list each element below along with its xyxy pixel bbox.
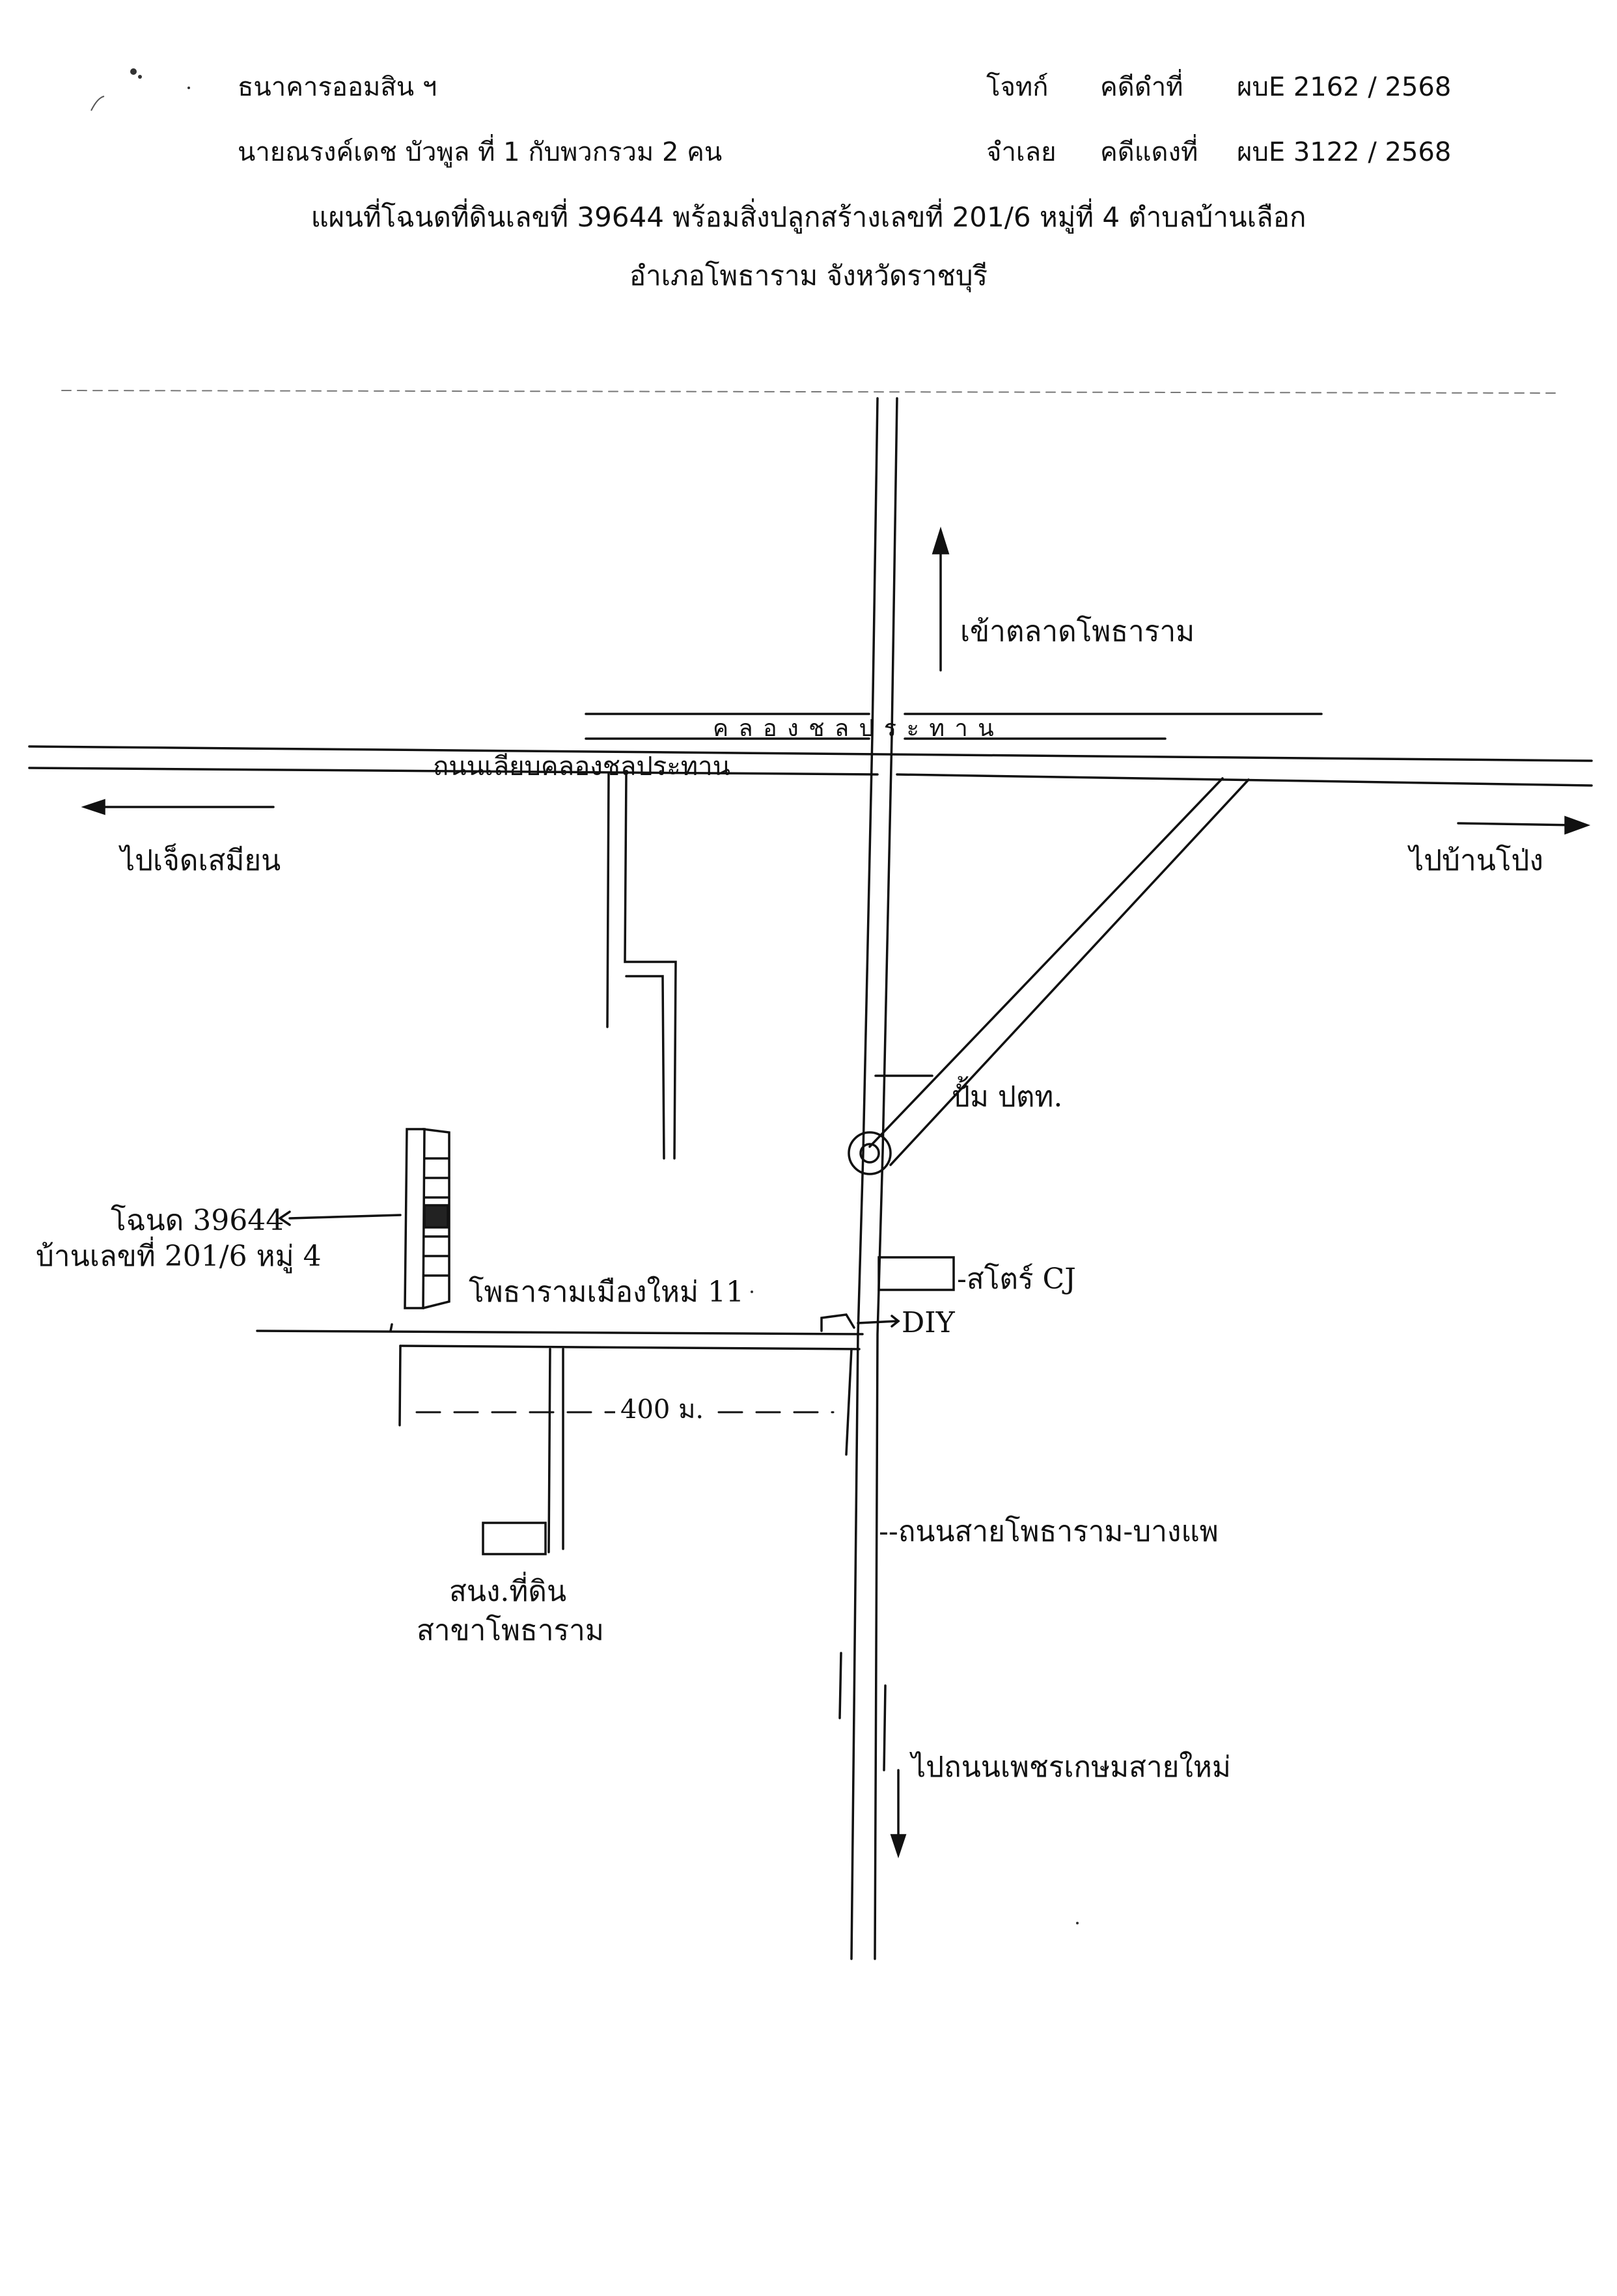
canal-road: [28, 745, 1593, 787]
black-case-number: ผบE 2162 / 2568: [1237, 72, 1452, 102]
gas-station-label: ปั้ม ปตท.: [952, 1080, 1063, 1114]
to-south-label: ไปถนนเพชรเกษมสายใหม่: [911, 1751, 1231, 1784]
land-office-box: [482, 1522, 547, 1555]
deed-plot-marked: [423, 1204, 449, 1229]
diy-store-box: [820, 1313, 855, 1332]
red-case-label: คดีแดงที่: [1100, 137, 1198, 167]
defendant-name: นายณรงค์เดช บัวพูล ที่ 1 กับพวกรวม 2 คน: [238, 137, 723, 167]
deed-number-label: โฉนด 39644: [111, 1204, 284, 1237]
arrow-to-west-icon: [81, 799, 275, 815]
land-office-label-line-2: สาขาโพธาราม: [417, 1614, 604, 1647]
soi-road: [256, 1323, 864, 1553]
road-mark-left: [838, 1652, 842, 1719]
to-east-label: ไปบ้านโป่ง: [1409, 844, 1543, 877]
map-title-line-2: อำเภอโพธาราม จังหวัดราชบุรี: [629, 260, 988, 292]
arrow-to-market-icon: [932, 526, 950, 672]
land-office-label-line-1: สนง.ที่ดิน: [449, 1575, 567, 1608]
distance-label: 400 ม.: [615, 1388, 710, 1430]
deed-plot: [404, 1128, 450, 1309]
scan-marks: [90, 68, 1079, 1924]
red-case-number: ผบE 3122 / 2568: [1237, 137, 1452, 167]
main-road: [850, 397, 898, 1960]
irrigation-canal: [585, 713, 1323, 740]
to-west-label: ไปเจ็ดเสมียน: [120, 844, 281, 877]
road-mark-right: [883, 1684, 887, 1771]
roundabout-center: [859, 1143, 880, 1164]
arrow-to-south-icon: [890, 1769, 907, 1859]
deed-pointer-line: [288, 1214, 402, 1220]
side-lane: [606, 772, 677, 1160]
diy-label: DIY: [902, 1306, 955, 1339]
map-title-line-1: แผนที่โฉนดที่ดินเลขที่ 39644 พร้อมสิ่งปล…: [311, 201, 1306, 233]
black-case-label: คดีดำที่: [1100, 72, 1183, 102]
diy-pointer-head: [891, 1315, 900, 1328]
to-market-label: เข้าตลาดโพธาราม: [960, 615, 1195, 648]
cj-store-box: [878, 1256, 955, 1291]
house-number-label: บ้านเลขที่ 201/6 หมู่ 4: [36, 1240, 322, 1273]
plaintiff-name: ธนาคารออมสิน ฯ: [238, 72, 437, 102]
soi-label: โพธารามเมืองใหม่ 11: [469, 1276, 744, 1309]
top-border-line: [61, 390, 1556, 394]
diagonal-road: [868, 777, 1250, 1166]
roundabout: [848, 1131, 892, 1175]
diy-pointer-line: [857, 1320, 898, 1324]
deed-pointer-head: [277, 1210, 291, 1226]
main-road-label: --ถนนสายโพธาราม-บางแพ: [879, 1515, 1219, 1548]
arrow-to-east-icon: [1457, 815, 1591, 835]
cj-store-label: -สโตร์ CJ: [957, 1263, 1076, 1296]
canal-label: ค ล อ ง ช ล ป ร ะ ท า น: [713, 715, 995, 742]
plaintiff-role: โจทก์: [986, 72, 1049, 102]
defendant-role: จำเลย: [986, 137, 1057, 167]
canal-road-label: ถนนเลียบคลองชลประทาน: [433, 752, 730, 782]
